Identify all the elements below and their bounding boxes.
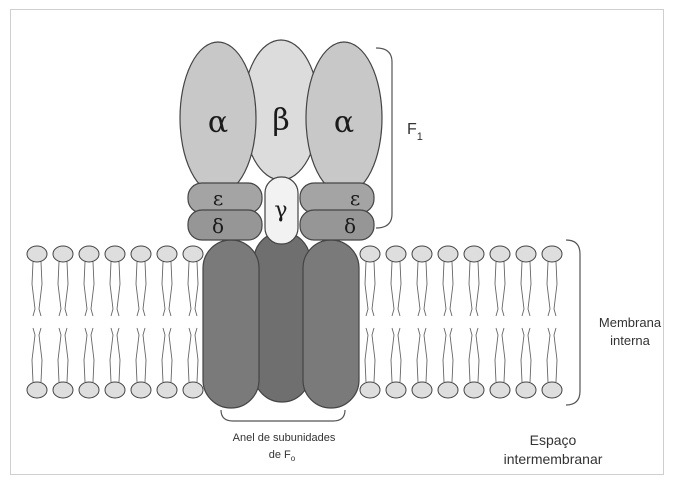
- lipid-tails: [162, 262, 172, 382]
- gamma-label: γ: [274, 198, 287, 223]
- lipid-head: [386, 382, 406, 398]
- lipid-head: [412, 382, 432, 398]
- fo-ring-label-line2: de Fo: [269, 449, 296, 463]
- lipid-head: [438, 246, 458, 262]
- lipid-head: [79, 246, 99, 262]
- intermembrane-space-label-line2: intermembranar: [504, 451, 603, 467]
- lipid-bilayer-right: [360, 246, 562, 398]
- lipid-head: [53, 246, 73, 262]
- lipid-tails: [188, 262, 198, 382]
- lipid-tails: [32, 262, 42, 382]
- lipid-head: [157, 246, 177, 262]
- lipid-tails: [391, 262, 401, 382]
- lipid-tails: [110, 262, 120, 382]
- fo-ring-label-line1: Anel de subunidades: [233, 432, 336, 444]
- fo-cylinder-right: [303, 240, 359, 408]
- epsilon-subunit-right: [300, 183, 374, 213]
- lipid-head: [412, 246, 432, 262]
- fo-ring-bracket: [221, 410, 345, 421]
- lipid-head: [516, 382, 536, 398]
- fo-ring: [203, 232, 359, 408]
- lipid-head: [542, 246, 562, 262]
- lipid-head: [183, 382, 203, 398]
- lipid-tails: [417, 262, 427, 382]
- lipid-head: [105, 382, 125, 398]
- epsilon-label-right: ε: [350, 186, 360, 210]
- alpha-label-left: α: [208, 105, 228, 140]
- alpha-label-right: α: [334, 105, 354, 140]
- delta-label-right: δ: [344, 214, 356, 238]
- lipid-head: [542, 382, 562, 398]
- lipid-head: [53, 382, 73, 398]
- lipid-tails: [521, 262, 531, 382]
- lipid-bilayer-left: [27, 246, 203, 398]
- lipid-head: [516, 246, 536, 262]
- lipid-head: [27, 382, 47, 398]
- fo-cylinder-back: [254, 232, 310, 402]
- lipid-tails: [469, 262, 479, 382]
- beta-label: β: [272, 103, 289, 138]
- lipid-head: [157, 382, 177, 398]
- membrane-bracket: [566, 240, 580, 405]
- f1-label: F1: [407, 121, 423, 143]
- lipid-head: [105, 246, 125, 262]
- lipid-head: [183, 246, 203, 262]
- lipid-tails: [495, 262, 505, 382]
- lipid-head: [490, 382, 510, 398]
- delta-label-left: δ: [212, 214, 224, 238]
- fo-cylinder-left: [203, 240, 259, 408]
- lipid-head: [490, 246, 510, 262]
- intermembrane-space-label-line1: Espaço: [530, 432, 577, 448]
- lipid-head: [131, 382, 151, 398]
- lipid-head: [131, 246, 151, 262]
- lipid-head: [360, 246, 380, 262]
- epsilon-label-left: ε: [213, 186, 223, 210]
- lipid-head: [438, 382, 458, 398]
- lipid-head: [360, 382, 380, 398]
- lipid-tails: [84, 262, 94, 382]
- delta-subunit-left: [188, 210, 262, 240]
- lipid-tails: [365, 262, 375, 382]
- lipid-head: [464, 246, 484, 262]
- lipid-tails: [58, 262, 68, 382]
- f1-head: α β α γ ε δ ε δ: [180, 40, 382, 244]
- membrane-label-line2: interna: [610, 333, 651, 348]
- lipid-tails: [443, 262, 453, 382]
- lipid-head: [386, 246, 406, 262]
- lipid-head: [27, 246, 47, 262]
- membrane-label-line1: Membrana: [599, 315, 662, 330]
- lipid-tails: [547, 262, 557, 382]
- lipid-head: [464, 382, 484, 398]
- epsilon-subunit-left: [188, 183, 262, 213]
- lipid-tails: [136, 262, 146, 382]
- delta-subunit-right: [300, 210, 374, 240]
- lipid-head: [79, 382, 99, 398]
